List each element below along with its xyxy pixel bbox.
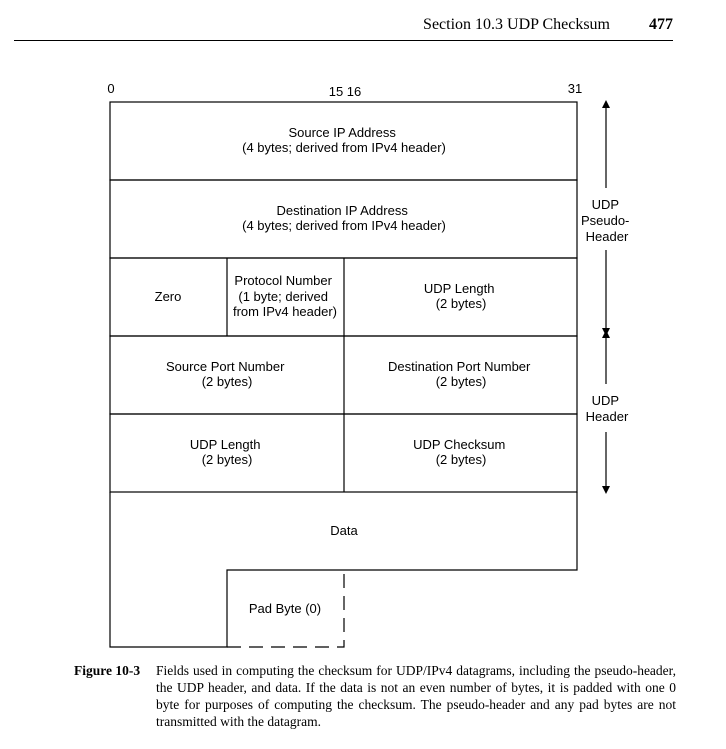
udp-checksum-diagram: 0 15 16 31 Source IP Address (4 bytes; d… <box>107 81 633 648</box>
figure-caption: Figure 10-3 Fields used in computing the… <box>74 662 676 730</box>
field-udp-length-pseudo: UDP Length (2 bytes) <box>424 281 498 311</box>
bit-label-0: 0 <box>107 81 114 96</box>
bit-label-31: 31 <box>568 81 582 96</box>
field-udp-checksum: UDP Checksum (2 bytes) <box>413 437 509 467</box>
field-zero: Zero <box>155 289 182 304</box>
section-title: Section 10.3 UDP Checksum <box>423 16 610 33</box>
caption-text: Fields used in computing the checksum fo… <box>156 663 676 729</box>
page-number: 477 <box>649 16 673 33</box>
label-udp-pseudo-header: UDP Pseudo- Header <box>581 197 633 244</box>
data-block-outline <box>109 492 578 648</box>
field-pad-byte: Pad Byte (0) <box>249 601 321 616</box>
pad-byte-outline <box>227 570 345 648</box>
field-dest-port: Destination Port Number (2 bytes) <box>388 359 534 389</box>
field-udp-length: UDP Length (2 bytes) <box>190 437 264 467</box>
running-head: Section 10.3 UDP Checksum 477 <box>14 16 673 41</box>
field-dest-ip: Destination IP Address (4 bytes; derived… <box>242 203 446 233</box>
figure-label: Figure 10-3 <box>74 663 141 678</box>
field-source-port: Source Port Number (2 bytes) <box>166 359 288 389</box>
field-grid <box>109 101 578 648</box>
bit-label-15-16: 15 16 <box>329 84 362 99</box>
field-data: Data <box>330 523 358 538</box>
label-udp-header: UDP Header <box>586 393 629 424</box>
field-protocol: Protocol Number (1 byte; derived from IP… <box>233 273 337 319</box>
field-source-ip: Source IP Address (4 bytes; derived from… <box>242 125 446 155</box>
